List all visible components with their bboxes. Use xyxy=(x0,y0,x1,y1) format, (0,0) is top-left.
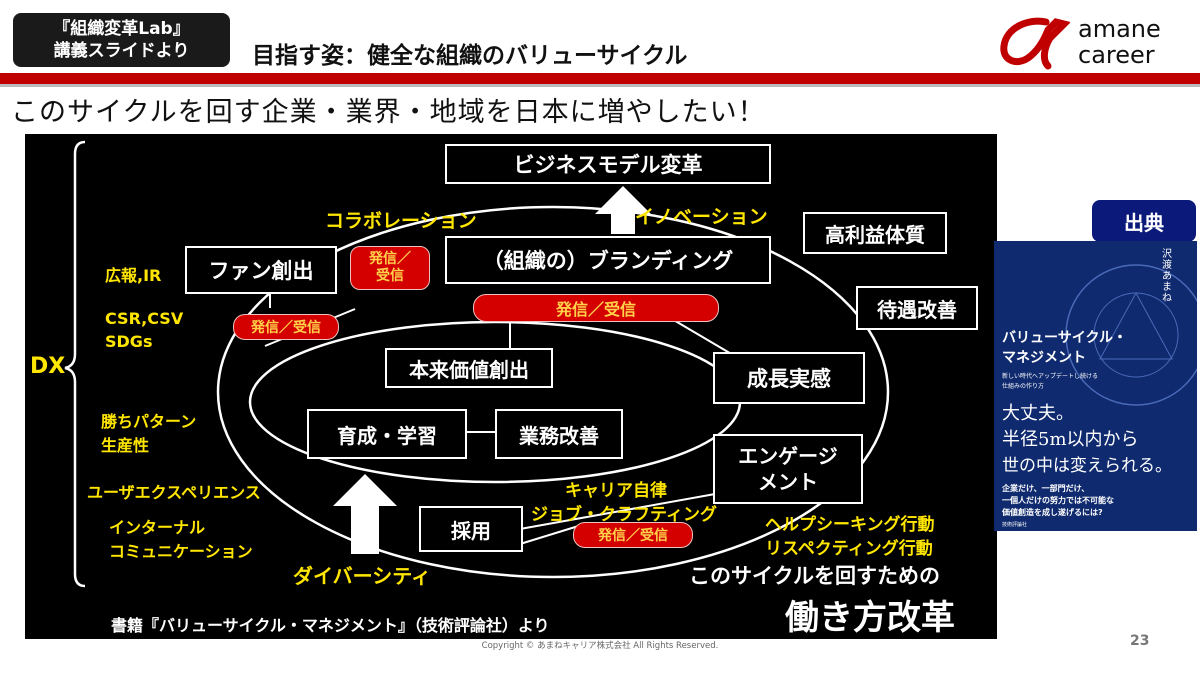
value-cycle-diagram: DX 広報,IR CSR,CSV SDGs 勝ちパターン 生産性 ユーザエクスペ… xyxy=(25,134,997,639)
pill-hiring-right: 発信／受信 xyxy=(573,522,693,548)
box-training: 育成・学習 xyxy=(307,409,467,459)
slide-title: 目指す姿：健全な組織のバリューサイクル xyxy=(252,43,688,69)
cycle-footer: このサイクルを回すための xyxy=(689,564,940,588)
lab-badge-line1: 『組織変革Lab』 xyxy=(53,19,190,39)
amane-logo-icon xyxy=(1000,17,1070,70)
lab-badge: 『組織変革Lab』 講義スライドより xyxy=(13,13,230,67)
work-style-reform: 働き方改革 xyxy=(785,598,955,638)
label-sdgs: SDGs xyxy=(105,332,153,351)
label-collaboration: コラボレーション xyxy=(325,210,477,232)
label-diversity: ダイバーシティ xyxy=(293,564,431,588)
book-blurb-1: 企業だけ、一部門だけ、 xyxy=(1002,484,1090,493)
pill-fan-branding-line2: 受信 xyxy=(376,268,404,284)
book-author: 沢渡あまね xyxy=(1162,249,1172,304)
logo-line1: amane xyxy=(1078,15,1161,43)
headline: このサイクルを回す企業・業界・地域を日本に増やしたい！ xyxy=(11,97,766,128)
label-career-autonomy: キャリア自律 xyxy=(565,481,667,501)
pill-branding-lower: 発信／受信 xyxy=(473,294,719,322)
label-productivity: 生産性 xyxy=(101,436,150,455)
label-csr: CSR,CSV xyxy=(105,309,184,328)
box-branding: （組織の）ブランディング xyxy=(445,236,771,284)
box-growth: 成長実感 xyxy=(713,352,865,404)
logo-line2: career xyxy=(1078,41,1155,69)
book-publisher: 技術評論社 xyxy=(1002,522,1028,528)
box-work-improve: 業務改善 xyxy=(495,409,623,459)
box-engagement: エンゲージ メント xyxy=(713,434,863,504)
copyright: Copyright © あまねキャリア株式会社 All Rights Reser… xyxy=(481,641,719,651)
source-badge: 出典 xyxy=(1092,200,1196,242)
box-fan: ファン創出 xyxy=(185,246,337,294)
pill-fan-lower: 発信／受信 xyxy=(233,314,339,340)
label-help-seeking: ヘルプシーキング行動 xyxy=(765,515,935,535)
outer-cycle-ellipse xyxy=(216,205,890,579)
box-hiring: 採用 xyxy=(419,506,523,552)
label-win-pattern: 勝ちパターン xyxy=(101,412,197,431)
book-cover: 沢渡あまね バリューサイクル・ マネジメント 新しい時代へアップデートし続ける … xyxy=(994,241,1197,531)
label-job-crafting: ジョブ・クラフティング xyxy=(531,505,717,525)
box-value-creation: 本来価値創出 xyxy=(385,348,553,388)
engagement-line1: エンゲージ xyxy=(738,444,838,468)
label-internal-comm-1: インターナル xyxy=(109,518,206,537)
label-internal-comm-2: コミュニケーション xyxy=(109,542,253,561)
pill-fan-branding-line1: 発信／ xyxy=(369,251,411,267)
box-business-model: ビジネスモデル変革 xyxy=(445,144,771,184)
dx-bracket xyxy=(64,140,86,588)
page-number: 23 xyxy=(1130,633,1150,649)
lab-badge-line2: 講義スライドより xyxy=(53,41,190,61)
dx-label: DX xyxy=(30,354,66,379)
book-subtitle-1: 新しい時代へアップデートし続ける xyxy=(1002,373,1099,380)
book-blurb-2: 一個人だけの努力では不可能な xyxy=(1002,496,1114,505)
book-subtitle-2: 仕組みの作り方 xyxy=(1002,383,1045,390)
up-arrow-innovation xyxy=(595,186,651,234)
label-innovation: イノベーション xyxy=(635,206,768,228)
book-tagline-3: 世の中は変えられる。 xyxy=(1002,456,1172,476)
logo-text: amane career xyxy=(1078,16,1161,68)
pill-fan-branding: 発信／ 受信 xyxy=(350,246,430,290)
diagram-lines xyxy=(64,140,890,588)
book-blurb-3: 価値創造を成し遂げるには? xyxy=(1002,508,1103,517)
box-high-profit: 高利益体質 xyxy=(803,212,947,254)
label-ux: ユーザエクスペリエンス xyxy=(87,483,261,502)
book-cover-art xyxy=(1065,264,1197,406)
up-arrow-diversity xyxy=(333,474,397,554)
label-pr: 広報,IR xyxy=(105,266,162,285)
label-respecting: リスペクティング行動 xyxy=(765,539,933,559)
book-title-1: バリューサイクル・ xyxy=(1002,330,1128,346)
book-title-2: マネジメント xyxy=(1002,350,1086,366)
header-red-bar xyxy=(0,73,1200,84)
book-tagline-1: 大丈夫。 xyxy=(1002,403,1074,424)
engagement-line2: メント xyxy=(758,470,818,494)
header-grey-bar xyxy=(0,84,1200,87)
box-treatment: 待遇改善 xyxy=(856,286,978,330)
book-tagline-2: 半径5m以内から xyxy=(1002,429,1139,450)
source-note: 書籍『バリューサイクル・マネジメント』（技術評論社）より xyxy=(111,616,550,635)
